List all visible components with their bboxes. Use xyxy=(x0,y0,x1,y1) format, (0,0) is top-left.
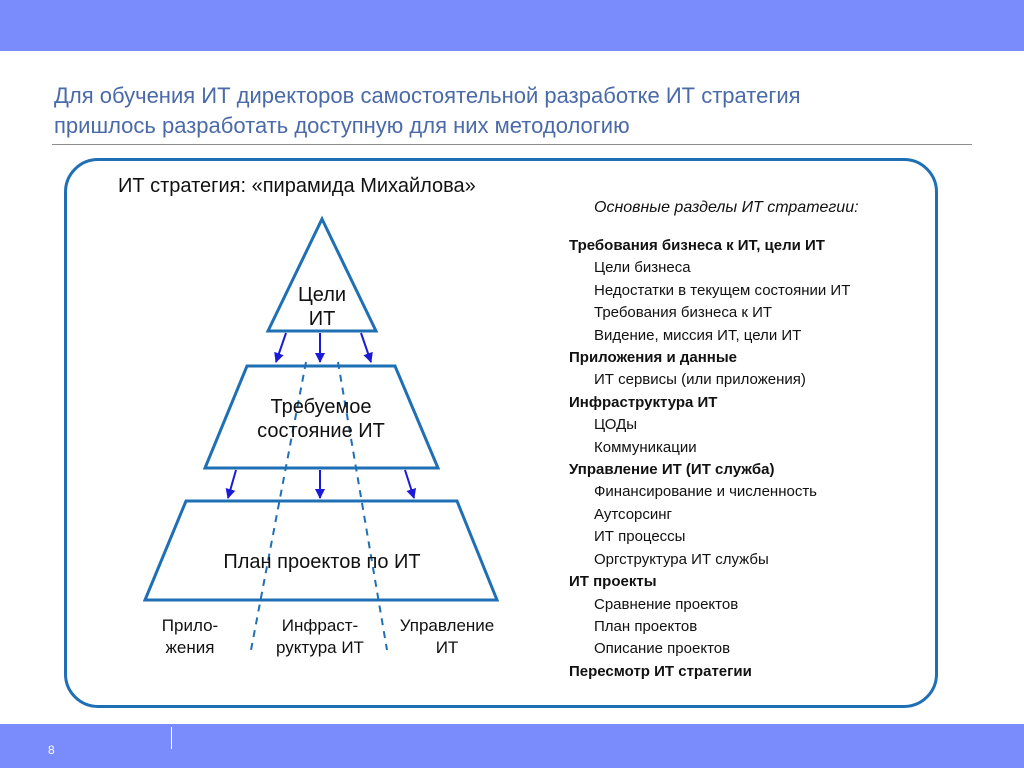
section-item: Коммуникации xyxy=(594,438,697,456)
level-label-project-plan-line-1: План проектов по ИТ xyxy=(223,551,421,573)
column-label-infrastructure-line-2: руктура ИТ xyxy=(276,638,364,657)
header-band xyxy=(0,0,1024,51)
level-label-goals: Цели ИТ xyxy=(272,283,372,331)
section-item: Финансирование и численность xyxy=(594,483,818,501)
level-label-target-state: Требуемое состояние ИТ xyxy=(221,395,421,443)
section-item: Сравнение проектов xyxy=(594,595,739,613)
dashed-divider-right xyxy=(337,361,388,651)
arrow-middle-right xyxy=(404,469,417,499)
pyramid-level-bottom xyxy=(142,499,500,602)
section-item: Цели бизнеса xyxy=(594,259,691,277)
pyramid-level-top xyxy=(265,215,379,333)
section-item: ИТ процессы xyxy=(594,528,686,546)
section-group-title: Пересмотр ИТ стратегии xyxy=(569,662,752,680)
section-item: ЦОДы xyxy=(594,416,638,434)
footer-divider xyxy=(171,727,172,749)
slide-title: Для обучения ИТ директоров самостоятельн… xyxy=(54,81,984,141)
section-group-title: Управление ИТ (ИТ служба) xyxy=(569,461,775,479)
section-item: ИТ сервисы (или приложения) xyxy=(594,371,806,389)
title-divider xyxy=(52,144,972,145)
sections-list: Требования бизнеса к ИТ, цели ИТ Цели би… xyxy=(569,235,929,683)
column-label-infrastructure-line-1: Инфраст- xyxy=(281,616,359,635)
section-group-title: ИТ проекты xyxy=(569,573,657,591)
content-frame xyxy=(64,158,938,708)
section-group-title: Приложения и данные xyxy=(569,349,737,367)
arrow-top-right xyxy=(360,332,373,363)
section-item: Оргструктура ИТ службы xyxy=(594,550,769,568)
page-number: 8 xyxy=(48,743,55,757)
column-label-applications-line-1: Прило- xyxy=(161,616,219,635)
arrow-top-left xyxy=(274,332,287,363)
sections-heading: Основные разделы ИТ стратегии: xyxy=(594,199,859,216)
section-item: Описание проектов xyxy=(594,640,731,658)
level-label-goals-line-1: Цели xyxy=(297,284,347,306)
footer-band xyxy=(0,724,1024,768)
arrow-middle-left xyxy=(225,469,237,499)
section-item: Недостатки в текущем состоянии ИТ xyxy=(594,281,851,299)
pyramid-level-middle xyxy=(202,364,441,470)
section-group-title: Требования бизнеса к ИТ, цели ИТ xyxy=(569,237,825,254)
level-label-target-state-line-1: Требуемое xyxy=(270,396,372,418)
section-item: План проектов xyxy=(594,617,698,635)
section-group-title: Инфраструктура ИТ xyxy=(569,393,718,411)
section-item: Требования бизнеса к ИТ xyxy=(594,304,773,322)
title-line-1: Для обучения ИТ директоров самостоятельн… xyxy=(54,83,801,108)
dashed-divider-left xyxy=(250,361,307,651)
section-item: Аутсорсинг xyxy=(594,505,673,523)
column-label-applications-line-2: жения xyxy=(165,638,215,657)
column-label-infrastructure: Инфраст- руктура ИТ xyxy=(255,615,385,659)
level-label-project-plan: План проектов по ИТ xyxy=(172,550,472,574)
column-label-management-line-1: Управление xyxy=(399,616,495,635)
column-label-applications: Прило- жения xyxy=(140,615,240,659)
section-item: Видение, миссия ИТ, цели ИТ xyxy=(594,326,802,344)
level-label-goals-line-2: ИТ xyxy=(308,308,336,330)
diagram-title: ИТ стратегия: «пирамида Михайлова» xyxy=(118,175,476,197)
title-line-2: пришлось разработать доступную для них м… xyxy=(54,113,630,138)
level-label-target-state-line-2: состояние ИТ xyxy=(257,420,385,442)
column-label-management: Управление ИТ xyxy=(387,615,507,659)
column-label-management-line-2: ИТ xyxy=(435,638,459,657)
